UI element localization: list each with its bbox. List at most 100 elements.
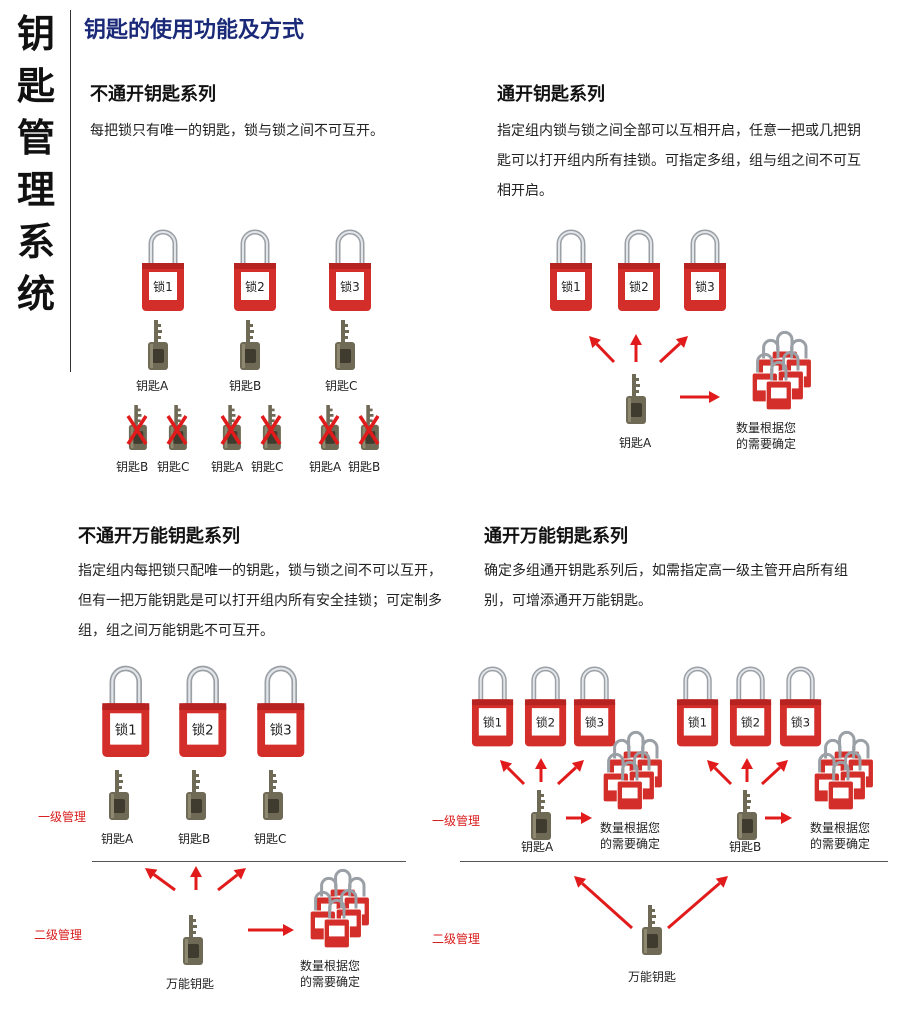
quantity-note-line: 的需要确定 bbox=[600, 837, 661, 851]
arrow-head bbox=[781, 812, 792, 824]
key-caption: 钥匙B bbox=[729, 840, 762, 854]
quantity-note-line: 数量根据您 bbox=[300, 959, 361, 973]
key-icon bbox=[642, 905, 662, 955]
cross-icon bbox=[358, 415, 380, 445]
key-caption: 钥匙A bbox=[619, 436, 652, 450]
arrow-head bbox=[574, 876, 587, 888]
side-title-char: 匙 bbox=[16, 63, 55, 108]
arrow-shaft bbox=[506, 766, 526, 786]
arrow-head bbox=[707, 760, 720, 773]
padlock-label: 锁2 bbox=[245, 279, 265, 294]
quantity-note-line: 数量根据您 bbox=[810, 821, 871, 835]
padlock-group-icon bbox=[309, 868, 370, 949]
arrow-shaft bbox=[713, 766, 733, 786]
padlock-icon: 锁1 bbox=[142, 229, 184, 311]
key-caption: 钥匙A bbox=[211, 460, 244, 474]
section-title-no-common-master: 不通开万能钥匙系列 bbox=[78, 526, 240, 547]
arrow-icon bbox=[566, 812, 592, 824]
key-icon bbox=[240, 320, 260, 370]
arrow-head bbox=[741, 758, 753, 769]
cross-icon bbox=[260, 415, 282, 445]
arrow-icon bbox=[535, 758, 547, 782]
padlock-label: 锁2 bbox=[192, 723, 214, 739]
key-icon bbox=[263, 770, 283, 820]
quantity-note-line: 的需要确定 bbox=[810, 837, 871, 851]
master-key-caption: 万能钥匙 bbox=[166, 977, 215, 991]
padlock-label: 锁3 bbox=[340, 279, 360, 294]
quantity-note-line: 数量根据您 bbox=[600, 821, 661, 835]
padlock-icon: 锁3 bbox=[257, 665, 305, 757]
level-2-label: 二级管理 bbox=[432, 932, 481, 946]
arrow-head bbox=[775, 760, 788, 772]
padlock-icon: 锁2 bbox=[729, 666, 772, 747]
key-caption: 钥匙B bbox=[229, 379, 262, 393]
arrow-icon bbox=[589, 336, 616, 364]
arrow-head bbox=[675, 336, 688, 348]
arrow-head bbox=[571, 760, 584, 772]
padlock-icon: 锁2 bbox=[524, 666, 567, 747]
level-divider bbox=[460, 861, 888, 862]
quantity-note-line: 的需要确定 bbox=[300, 975, 361, 989]
arrow-shaft bbox=[556, 766, 577, 786]
mini-padlock-icon bbox=[765, 360, 792, 411]
padlock-label: 锁1 bbox=[688, 716, 707, 730]
padlock-icon: 锁1 bbox=[471, 666, 514, 747]
page-title: 钥匙的使用功能及方式 bbox=[84, 18, 305, 43]
key-icon bbox=[186, 770, 206, 820]
section-desc-no-common-key: 每把锁只有唯一的钥匙，锁与锁之间不可互开。 bbox=[90, 123, 384, 139]
side-title-char: 统 bbox=[16, 271, 55, 316]
arrow-head bbox=[190, 866, 202, 877]
padlock-icon: 锁2 bbox=[618, 229, 660, 311]
padlock-icon: 锁2 bbox=[179, 665, 227, 757]
key-caption: 钥匙A bbox=[136, 379, 169, 393]
key-caption: 钥匙C bbox=[254, 832, 287, 846]
padlock-icon: 锁3 bbox=[684, 229, 726, 311]
key-icon bbox=[183, 915, 203, 965]
quantity-note: 数量根据您的需要确定 bbox=[300, 958, 360, 990]
cross-icon bbox=[166, 415, 188, 445]
mini-padlock-icon bbox=[827, 760, 854, 811]
key-icon bbox=[531, 790, 551, 840]
side-title: 钥 匙 管 理 系 统 bbox=[10, 8, 62, 320]
key-icon bbox=[335, 320, 355, 370]
arrow-icon bbox=[500, 760, 526, 786]
padlock-icon: 锁1 bbox=[676, 666, 719, 747]
padlock-label: 锁1 bbox=[483, 716, 502, 730]
padlock-icon: 锁3 bbox=[573, 666, 616, 747]
level-1-label: 一级管理 bbox=[432, 814, 481, 828]
section-desc-common-master: 确定多组通开钥匙系列后，如需指定高一级主管开启所有组别，可增添通开万能钥匙。 bbox=[484, 563, 848, 609]
arrow-icon bbox=[556, 760, 584, 786]
cross-icon bbox=[318, 415, 340, 445]
arrow-head bbox=[283, 924, 294, 936]
section-title-common-master: 通开万能钥匙系列 bbox=[484, 526, 628, 547]
padlock-label: 锁3 bbox=[791, 716, 810, 730]
key-caption: 钥匙C bbox=[325, 379, 358, 393]
key-caption: 钥匙B bbox=[116, 460, 149, 474]
arrow-icon bbox=[707, 760, 733, 786]
arrow-icon bbox=[145, 868, 176, 892]
key-caption: 钥匙C bbox=[157, 460, 190, 474]
padlock-label: 锁2 bbox=[629, 279, 649, 294]
arrow-head bbox=[709, 391, 720, 403]
padlock-icon: 锁3 bbox=[779, 666, 822, 747]
padlock-label: 锁2 bbox=[536, 716, 555, 730]
padlock-icon: 锁2 bbox=[234, 229, 276, 311]
padlock-label: 锁3 bbox=[695, 279, 715, 294]
arrow-shaft bbox=[658, 342, 681, 364]
level-divider bbox=[92, 861, 406, 862]
arrow-icon bbox=[658, 336, 688, 364]
key-icon bbox=[626, 374, 646, 424]
cross-icon bbox=[220, 415, 242, 445]
arrow-head bbox=[535, 758, 547, 769]
section-title-common-key: 通开钥匙系列 bbox=[497, 84, 605, 105]
mini-padlock-icon bbox=[616, 760, 643, 811]
padlock-label: 锁1 bbox=[153, 279, 173, 294]
padlock-group-icon bbox=[751, 330, 812, 411]
master-key-caption: 万能钥匙 bbox=[628, 970, 677, 984]
arrow-icon bbox=[741, 758, 753, 782]
section-desc-common-key: 指定组内锁与锁之间全部可以互相开启，任意一把或几把钥匙可以打开组内所有挂锁。可指… bbox=[497, 123, 861, 199]
level-1-label: 一级管理 bbox=[38, 810, 87, 824]
arrow-icon bbox=[765, 812, 792, 824]
key-icon bbox=[109, 770, 129, 820]
side-divider bbox=[70, 10, 71, 372]
